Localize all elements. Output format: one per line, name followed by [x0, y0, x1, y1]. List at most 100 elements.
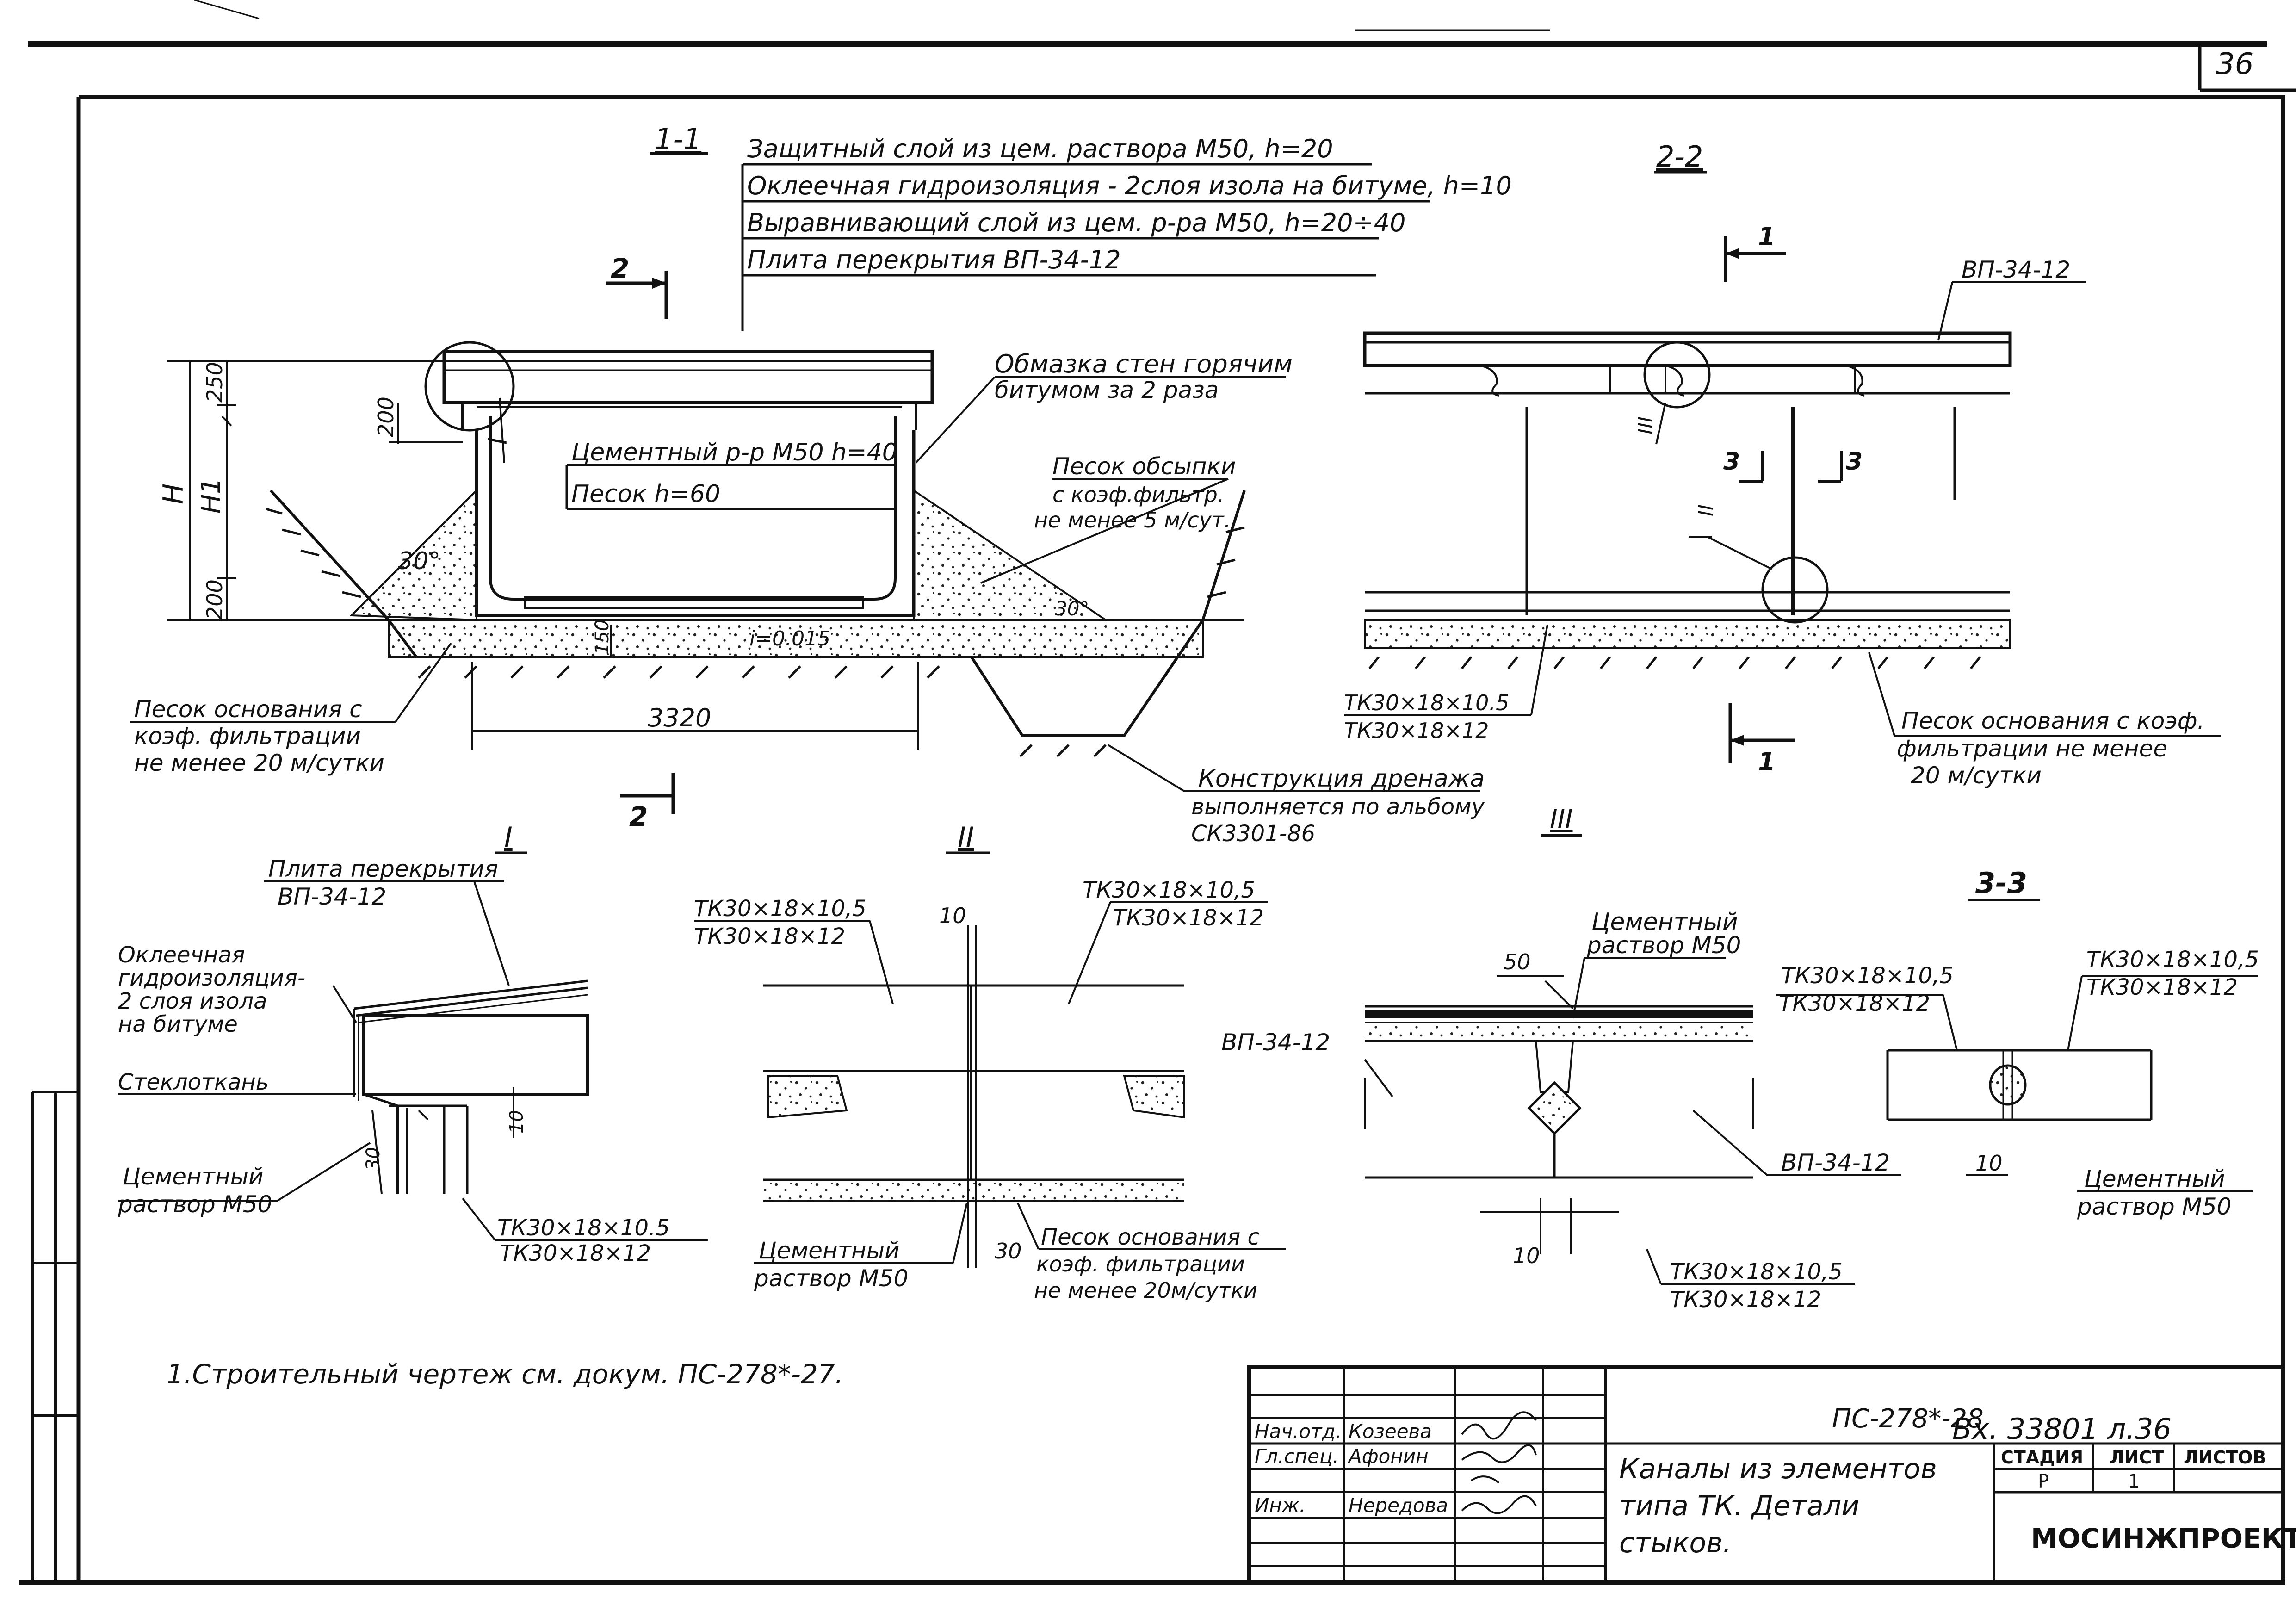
detail-II-sand-2: коэф. фильтрации [1036, 1252, 1245, 1277]
role-1: Нач.отд. [1255, 1420, 1342, 1443]
role-4: Инж. [1255, 1494, 1306, 1517]
element-2-2-1: ТК30×18×10.5 [1344, 690, 1509, 715]
sheets-label: ЛИСТОВ [2184, 1447, 2266, 1468]
footnote: 1.Строительный чертеж см. докум. ПС-278*… [167, 1358, 843, 1390]
section-3-3-left-2: ТК30×18×12 [1779, 991, 1930, 1017]
dim-top: 250 [202, 362, 227, 403]
layer-2: Оклеечная гидроизоляция - 2слоя изола на… [747, 171, 1512, 200]
slab-strip [1363, 331, 2012, 397]
cut-mark-1-bottom-label: 1 [1758, 747, 1776, 776]
title-line-1: Каналы из элементов [1619, 1453, 1937, 1485]
drainage-3: СК3301-86 [1191, 821, 1315, 847]
title-line-3: стыков. [1619, 1527, 1732, 1559]
slope-label: i=0.015 [749, 627, 830, 651]
detail-II: II 10 30 ТК30×18×10,5 ТК30×18×12 ТК30×18… [694, 821, 1286, 1303]
detail-I-slab-1: Плита перекрытия [268, 855, 498, 882]
detail-ref-1: I [482, 437, 511, 445]
detail-I-mortar-1: Цементный [123, 1163, 264, 1190]
name-1: Козеева [1349, 1420, 1432, 1443]
dimension-chain-left [167, 360, 612, 657]
cover-slab [442, 350, 934, 430]
detail-II-title: II [958, 821, 974, 854]
detail-II-left-1: ТК30×18×10,5 [694, 896, 866, 922]
title-line-2: типа ТК. Детали [1619, 1490, 1859, 1522]
width-dimension [471, 662, 919, 750]
base-sand-2-2-2: фильтрации не менее [1897, 735, 2167, 762]
detail-III: 50 10 Цементный раствор М50 ВП-34-12 ВП-… [1221, 908, 1901, 1313]
doc-code: ПС-278*-28 [1832, 1404, 1984, 1434]
detail-III-slab-right: ВП-34-12 [1781, 1149, 1890, 1176]
detail-I-mortar-2: раствор М50 [118, 1191, 272, 1218]
detail-II-bottom: 30 [995, 1239, 1022, 1264]
detail-II-right-1: ТК30×18×10,5 [1083, 877, 1255, 903]
section-3-3-dim: 10 [1975, 1151, 2003, 1176]
cut-mark-2-bottom [620, 773, 675, 814]
detail-III-dim-top: 50 [1504, 949, 1531, 974]
base-sand-3: не менее 20 м/сутки [134, 750, 384, 776]
detail-II-gap: 10 [939, 903, 966, 928]
detail-III-element-2: ТК30×18×12 [1670, 1287, 1821, 1313]
detail-II-left-2: ТК30×18×12 [694, 924, 845, 949]
layer-4: Плита перекрытия ВП-34-12 [747, 245, 1121, 274]
section-3-3-title: 3-3 [1975, 866, 2027, 900]
mortar-bed-label: Цементный р-р М50 h=40 [571, 439, 897, 466]
archive-mark: Вх. 33801 л.36 [1952, 1412, 2172, 1446]
cut-mark-1-bottom [1728, 703, 1795, 763]
section-3-3: 3-3 ТК30×18×10,5 ТК30×18×12 ТК30×18×10,5… [1776, 866, 2259, 1220]
detail-circle-1 [424, 341, 515, 432]
section-3-3-right-1: ТК30×18×10,5 [2086, 947, 2259, 973]
section-2-2: 2-2 1 1 III [1344, 140, 2221, 789]
cut-mark-1-top-label: 1 [1758, 222, 1776, 251]
dim-bottom: 200 [202, 579, 227, 620]
detail-II-sand-1: Песок основания с [1041, 1224, 1260, 1250]
detail-ref-2: II [1693, 504, 1716, 516]
detail-I-element-1: ТК30×18×10.5 [497, 1215, 670, 1241]
backfill-sand-3: не менее 5 м/сут. [1034, 508, 1231, 533]
detail-I-dim-b: 30 [363, 1147, 384, 1171]
role-2: Гл.спец. [1255, 1445, 1339, 1468]
section-2-2-title: 2-2 [1656, 140, 1703, 174]
channel-body [475, 416, 916, 617]
dim-base: 150 [592, 620, 613, 655]
detail-III-mortar-1: Цементный [1591, 908, 1738, 936]
sheet-label: ЛИСТ [2110, 1447, 2164, 1468]
detail-III-drawing [1364, 980, 1754, 1254]
name-4: Нередова [1349, 1494, 1448, 1517]
detail-II-drawing [763, 925, 1185, 1226]
drainage-ref: III [1550, 805, 1573, 835]
detail-II-right-2: ТК30×18×12 [1113, 905, 1264, 931]
stage-label: СТАДИЯ [2001, 1447, 2083, 1468]
cut-mark-2-label-bottom: 2 [629, 801, 648, 832]
section-3-3-right-2: ТК30×18×12 [2086, 974, 2238, 1000]
section-3-3-drawing [1886, 1049, 2153, 1121]
detail-III-mortar-2: раствор М50 [1586, 932, 1741, 959]
detail-I-drawing [353, 979, 589, 1194]
detail-I: I 10 30 Плита перекрытия ВП-34-12 О [118, 821, 708, 1266]
detail-ref-3: III [1633, 416, 1656, 434]
cut-mark-3-left: 3 [1723, 448, 1740, 476]
layer-1: Защитный слой из цем. раствора М50, h=20 [747, 134, 1333, 163]
detail-I-element-2: ТК30×18×12 [500, 1240, 651, 1266]
ground-hatch-2-2 [1368, 656, 1981, 669]
detail-III-element-1: ТК30×18×10,5 [1670, 1259, 1843, 1285]
cut-mark-3-right: 3 [1846, 448, 1863, 476]
detail-I-dim-a: 10 [506, 1110, 527, 1134]
organization: МОСИНЖПРОЕКТ [2031, 1523, 2296, 1554]
detail-III-dim-bottom: 10 [1513, 1243, 1540, 1268]
detail-I-title: I [504, 821, 513, 854]
drainage-2: выполняется по альбому [1191, 794, 1485, 820]
detail-III-slab-left: ВП-34-12 [1221, 1029, 1330, 1056]
section-3-3-mortar-2: раствор М50 [2077, 1193, 2231, 1220]
dim-H: H [157, 483, 190, 504]
layer-callouts [741, 163, 1430, 331]
angle-right: 30° [1055, 597, 1089, 620]
base-sand-2: коэф. фильтрации [134, 723, 361, 750]
section-1-1-title: 1-1 [655, 122, 701, 156]
angle-left: 30° [398, 547, 440, 575]
element-2-2-2: ТК30×18×12 [1344, 718, 1489, 743]
base-sand-2-2-1: Песок основания с коэф. [1901, 707, 2204, 734]
detail-I-wp-3: 2 слоя изола [118, 988, 267, 1014]
cut-mark-3 [1739, 451, 1843, 483]
